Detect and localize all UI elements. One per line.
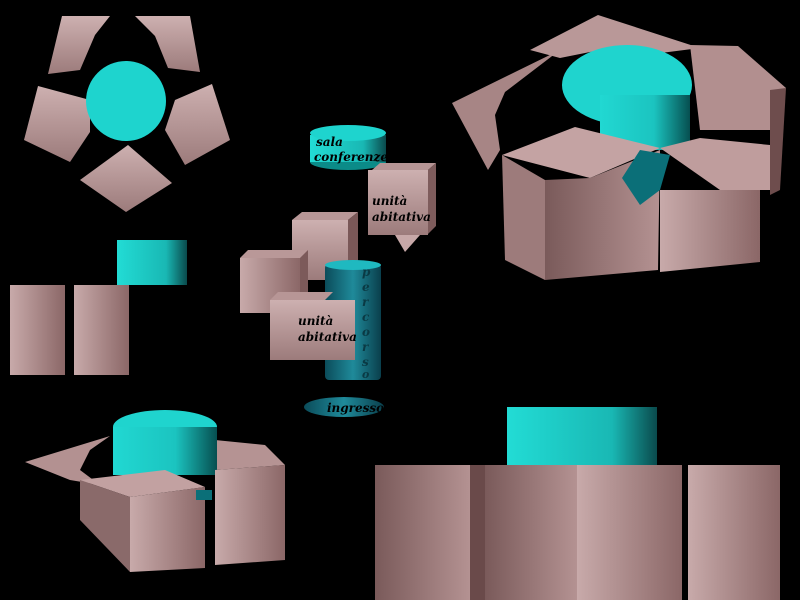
small-ring-front-left-side <box>80 480 130 572</box>
ring-front-left-face <box>502 155 545 280</box>
unita2-block-face <box>270 300 355 360</box>
perspective-ring-small-view <box>25 410 285 572</box>
percorso-label: p e r c o r s o <box>362 265 371 381</box>
large-elevation-block-4 <box>577 465 682 600</box>
small-ring-gap <box>196 490 212 500</box>
unita2-block-top <box>270 292 333 300</box>
elevation-cylinder <box>117 240 187 285</box>
plan-block-top-right <box>135 16 200 72</box>
large-elevation-block-1 <box>375 465 470 600</box>
ring-right-block-top <box>690 45 786 130</box>
small-ring-cylinder-body <box>113 427 217 475</box>
elevation-large-view <box>375 407 780 600</box>
large-elevation-cylinder <box>507 407 657 465</box>
percorso-letter-3: c <box>362 310 370 324</box>
plan-block-bottom <box>80 145 172 212</box>
ring-top-left-block <box>452 50 560 170</box>
elevation-block-left <box>10 285 65 375</box>
large-elevation-block-3 <box>485 465 577 600</box>
percorso-top <box>325 260 381 270</box>
large-elevation-block-5 <box>688 465 780 600</box>
small-ring-front-right-face <box>215 465 285 565</box>
plan-cylinder <box>86 61 166 141</box>
small-ring-front-left-face <box>130 487 205 572</box>
unita1-block-bottom-tab <box>395 235 420 252</box>
unita1-label-line1: unità <box>372 194 407 208</box>
sala-cylinder-top <box>310 125 386 141</box>
unita1-label-line2: abitativa <box>372 210 431 224</box>
ring-front-right-top <box>660 138 770 190</box>
percorso-letter-0: p <box>362 265 371 279</box>
unita1-block-top <box>372 163 436 170</box>
percorso-letter-5: r <box>362 340 370 354</box>
plan-block-left <box>24 86 90 162</box>
elevation-block-right <box>74 285 129 375</box>
plan-block-top-left <box>48 16 110 74</box>
small-ring-front-left-top <box>80 470 205 497</box>
large-elevation-block-2 <box>470 465 485 600</box>
ingresso-label: ingresso <box>327 401 384 415</box>
plan-pentagon-view <box>24 16 230 212</box>
ring-gap-cylinder-peek <box>622 150 670 205</box>
concept-diagram: sala conferenze unità abitativa p e r c … <box>240 125 436 417</box>
ingresso-shape <box>304 397 384 417</box>
percorso-letter-6: s <box>362 355 369 369</box>
unita2-label-line2: abitativa <box>298 330 357 344</box>
small-ring-left-block <box>25 436 110 485</box>
ring-front-left-top <box>502 127 660 178</box>
perspective-ring-view <box>452 15 786 280</box>
percorso-letter-4: o <box>362 325 370 339</box>
percorso-letter-1: e <box>362 280 370 294</box>
sala-label-line1: sala <box>316 135 343 149</box>
center-block-left-top <box>240 250 308 258</box>
ring-right-block-side <box>770 88 786 195</box>
elevation-small-view <box>10 240 187 375</box>
plan-block-right <box>165 84 230 165</box>
sala-label-line2: conferenze <box>314 150 388 164</box>
percorso-letter-7: o <box>362 368 369 381</box>
unita2-label-line1: unità <box>298 314 333 328</box>
small-ring-right-block-top <box>215 440 285 470</box>
unita1-block-side <box>428 163 436 234</box>
unita1-block-face <box>368 170 428 235</box>
ring-top-block <box>530 15 700 58</box>
center-block-back-top <box>292 212 358 220</box>
ring-front-right-face <box>660 190 760 272</box>
percorso-letter-2: r <box>362 295 370 309</box>
